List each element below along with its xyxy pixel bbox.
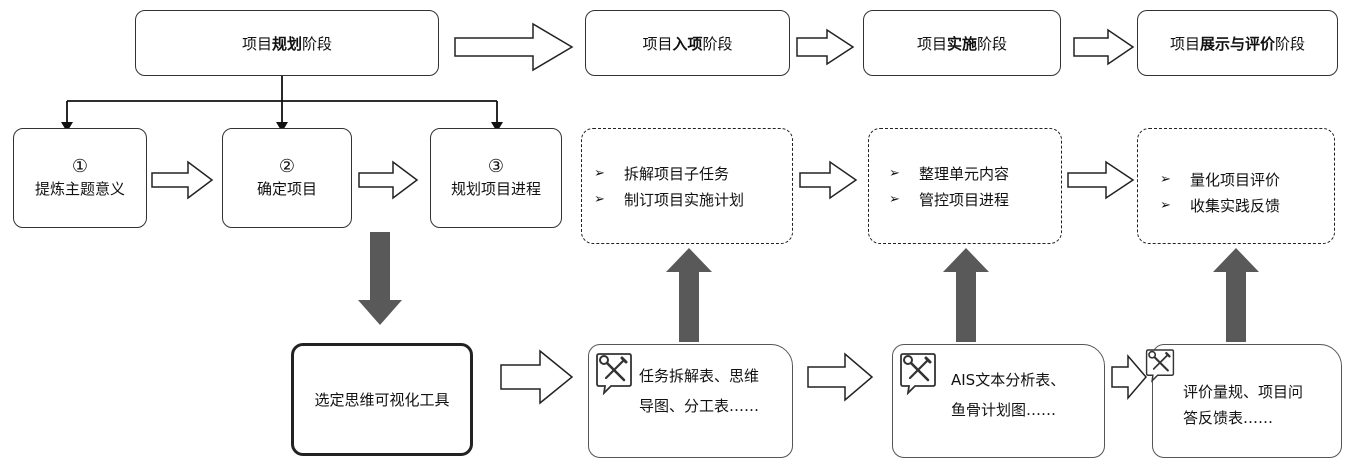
step-label: 规划项目进程 — [450, 180, 541, 198]
step-number: ② — [278, 156, 296, 177]
arrow-down-to-select — [358, 232, 402, 325]
arrow-up-tool3 — [1213, 248, 1259, 342]
bullet-arrow-icon: ➢ — [1160, 198, 1171, 213]
branch-connector — [66, 76, 498, 128]
task-item: ➢管控项目进程 — [889, 187, 1009, 213]
wrench-screwdriver-icon — [900, 353, 936, 395]
tools-entry: 任务拆解表、思维 导图、分工表…… — [588, 344, 793, 458]
arrow-stage1-to-stage2 — [454, 22, 574, 72]
arrow-up-tool2 — [943, 248, 989, 342]
step-number: ③ — [487, 156, 505, 177]
arrow-step1-to-step2 — [151, 160, 214, 200]
task-item: ➢拆解项目子任务 — [594, 161, 744, 187]
step-determine-project: ② 确定项目 — [222, 128, 352, 228]
hollow-arrows — [151, 22, 1147, 405]
arrow-tool2-to-tool3 — [1111, 353, 1147, 401]
wrench-screwdriver-icon — [596, 353, 632, 395]
step-label: 确定项目 — [256, 180, 317, 198]
tools-evaluation: 评价量规、项目问 答反馈表…… — [1145, 344, 1342, 458]
arrow-step2-to-step3 — [358, 160, 419, 200]
arrow-tasks1-to-tasks2 — [799, 160, 858, 200]
wrench-screwdriver-icon — [1145, 349, 1175, 383]
task-item: ➢量化项目评价 — [1160, 167, 1280, 193]
stage-implementation: 项目实施阶段 — [863, 10, 1061, 76]
bullet-arrow-icon: ➢ — [889, 166, 900, 181]
task-item: ➢整理单元内容 — [889, 161, 1009, 187]
step-number: ① — [71, 156, 89, 177]
bullet-arrow-icon: ➢ — [594, 166, 605, 181]
arrow-tool1-to-tool2 — [807, 352, 874, 402]
arrow-up-tool1 — [666, 248, 712, 342]
arrow-stage2-to-stage3 — [796, 28, 855, 66]
stage-showcase-evaluation: 项目展示与评价阶段 — [1137, 10, 1338, 76]
tools-implementation: AIS文本分析表、 鱼骨计划图…… — [892, 344, 1105, 458]
tasks-evaluation: ➢量化项目评价 ➢收集实践反馈 — [1137, 128, 1335, 244]
select-visualization-tools: 选定思维可视化工具 — [291, 343, 473, 456]
task-item: ➢制订项目实施计划 — [594, 187, 744, 213]
bullet-arrow-icon: ➢ — [889, 192, 900, 207]
step-label: 提炼主题意义 — [34, 180, 125, 198]
step-plan-progress: ③ 规划项目进程 — [430, 128, 562, 228]
step-refine-theme: ① 提炼主题意义 — [13, 128, 147, 228]
task-item: ➢收集实践反馈 — [1160, 193, 1280, 219]
bullet-arrow-icon: ➢ — [1160, 172, 1171, 187]
stage-entry: 项目入项阶段 — [585, 10, 790, 76]
arrow-tasks2-to-tasks3 — [1067, 160, 1135, 200]
solid-arrows — [358, 232, 1259, 342]
stage-planning: 项目规划阶段 — [135, 10, 439, 76]
bullet-arrow-icon: ➢ — [594, 192, 605, 207]
tasks-implementation: ➢整理单元内容 ➢管控项目进程 — [868, 128, 1062, 244]
arrow-stage3-to-stage4 — [1073, 28, 1135, 66]
branch-arrowheads — [61, 122, 503, 132]
arrow-select-to-tool1 — [500, 349, 574, 405]
tasks-entry: ➢拆解项目子任务 ➢制订项目实施计划 — [581, 128, 793, 244]
